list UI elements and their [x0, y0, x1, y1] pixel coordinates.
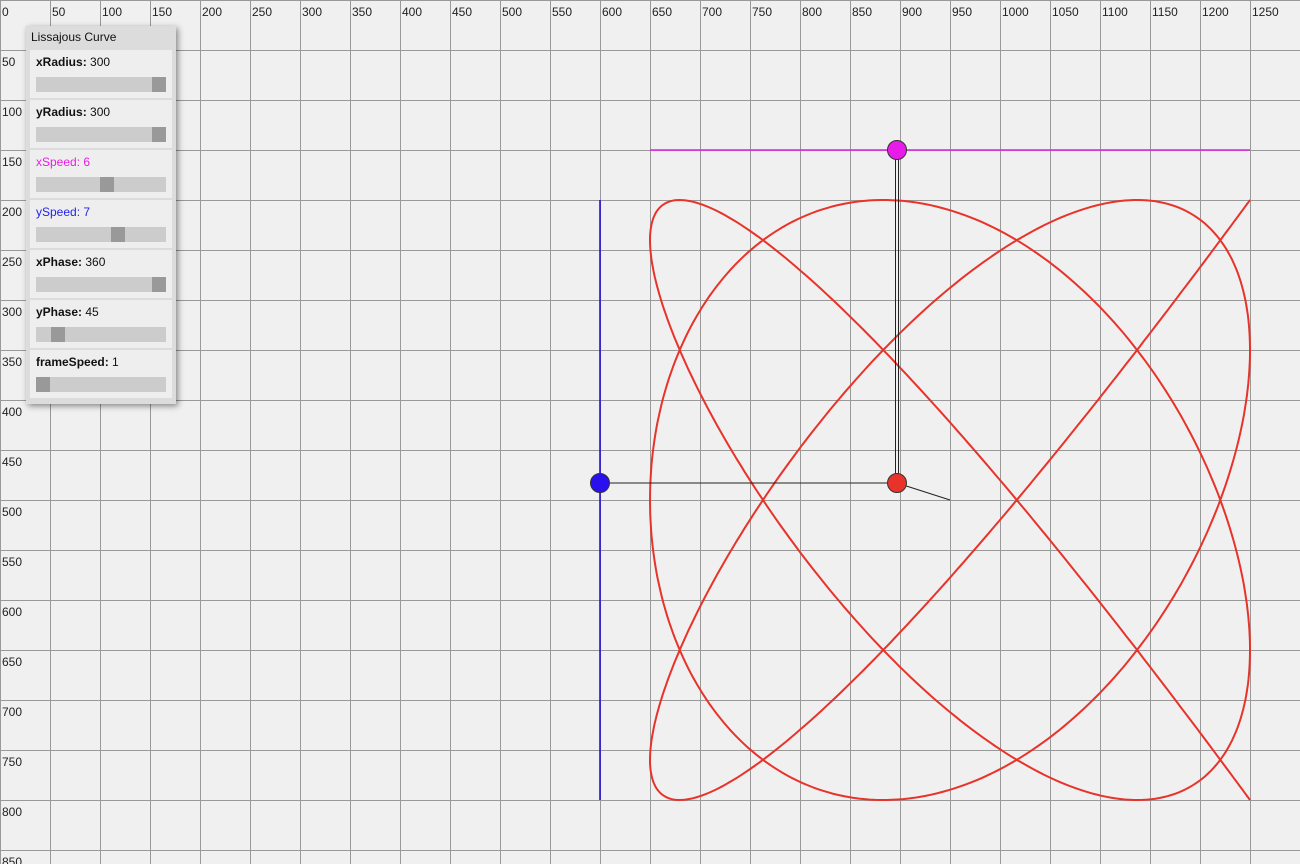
x-tick-label: 1200 [1202, 5, 1229, 19]
yphase-slider[interactable] [36, 327, 166, 342]
y-tick-label: 650 [2, 655, 22, 669]
param-xphase-label: xPhase [36, 255, 79, 269]
param-xradius-label: xRadius [36, 55, 83, 69]
x-tick-label: 800 [802, 5, 822, 19]
y-tick-label: 50 [2, 55, 16, 69]
y-tick-label: 450 [2, 455, 22, 469]
param-xradius: xRadius: 300 [30, 50, 172, 98]
x-tick-label: 1000 [1002, 5, 1029, 19]
yspeed-slider[interactable] [36, 227, 166, 242]
yphase-slider-handle[interactable] [51, 327, 65, 342]
y-tick-label: 550 [2, 555, 22, 569]
param-framespeed-label: frameSpeed [36, 355, 105, 369]
x-tick-label: 450 [452, 5, 472, 19]
x-tick-label: 1050 [1052, 5, 1079, 19]
param-yradius-value: 300 [90, 105, 111, 119]
xspeed-slider-handle[interactable] [100, 177, 114, 192]
param-xspeed-value: 6 [83, 155, 91, 169]
panel-title: Lissajous Curve [31, 30, 117, 44]
lissajous-curve [648, 198, 1251, 802]
param-yspeed-label: ySpeed [36, 205, 77, 219]
param-yspeed: ySpeed: 7 [30, 200, 172, 248]
y-tick-label: 400 [2, 405, 22, 419]
framespeed-slider-handle[interactable] [36, 377, 50, 392]
x-tick-label: 300 [302, 5, 322, 19]
param-yphase-label: yPhase [36, 305, 79, 319]
x-tick-label: 250 [252, 5, 272, 19]
xradius-slider[interactable] [36, 77, 166, 92]
xspeed-slider[interactable] [36, 177, 166, 192]
y-tick-label: 200 [2, 205, 22, 219]
x-tick-label: 1100 [1102, 5, 1128, 19]
x-tick-label: 1250 [1252, 5, 1279, 19]
x-tick-label: 200 [202, 5, 222, 19]
y-marker-dot [590, 473, 610, 493]
yspeed-slider-handle[interactable] [111, 227, 125, 242]
xphase-slider[interactable] [36, 277, 166, 292]
param-xphase: xPhase: 360 [30, 250, 172, 298]
y-tick-label: 700 [2, 705, 22, 719]
y-tick-label: 800 [2, 805, 22, 819]
x-tick-label: 700 [702, 5, 722, 19]
x-tick-label: 550 [552, 5, 572, 19]
x-tick-label: 500 [502, 5, 522, 19]
y-tick-label: 100 [2, 105, 22, 119]
param-yphase: yPhase: 45 [30, 300, 172, 348]
yradius-slider-handle[interactable] [152, 127, 166, 142]
controls-panel: Lissajous Curve xRadius: 300 yRadius: 30… [26, 26, 176, 404]
framespeed-slider[interactable] [36, 377, 166, 392]
x-tick-label: 600 [602, 5, 622, 19]
param-xspeed-label: xSpeed [36, 155, 77, 169]
x-tick-label: 50 [52, 5, 66, 19]
param-xspeed: xSpeed: 6 [30, 150, 172, 198]
x-tick-label: 750 [752, 5, 772, 19]
param-xradius-value: 300 [90, 55, 111, 69]
x-tick-label: 150 [152, 5, 172, 19]
param-framespeed-value: 1 [112, 355, 119, 369]
param-yradius: yRadius: 300 [30, 100, 172, 148]
x-tick-label: 1150 [1152, 5, 1178, 19]
x-tick-label: 950 [952, 5, 972, 19]
yradius-slider[interactable] [36, 127, 166, 142]
current-point-dot [887, 473, 907, 493]
y-tick-label: 850 [2, 855, 22, 864]
x-tick-label: 850 [852, 5, 872, 19]
param-yradius-label: yRadius [36, 105, 83, 119]
xphase-slider-handle[interactable] [152, 277, 166, 292]
x-marker-dot [887, 140, 907, 160]
param-xphase-value: 360 [85, 255, 106, 269]
x-tick-label: 100 [102, 5, 122, 19]
x-tick-label: 0 [2, 5, 9, 19]
x-tick-label: 350 [352, 5, 372, 19]
y-tick-label: 150 [2, 155, 22, 169]
x-tick-label: 400 [402, 5, 422, 19]
param-framespeed: frameSpeed: 1 [30, 350, 172, 398]
y-tick-label: 300 [2, 305, 22, 319]
y-tick-label: 500 [2, 505, 22, 519]
y-tick-label: 250 [2, 255, 22, 269]
x-tick-label: 900 [902, 5, 922, 19]
y-tick-label: 750 [2, 755, 22, 769]
param-yphase-value: 45 [85, 305, 99, 319]
y-tick-label: 350 [2, 355, 22, 369]
param-yspeed-value: 7 [83, 205, 91, 219]
xradius-slider-handle[interactable] [152, 77, 166, 92]
y-tick-label: 600 [2, 605, 22, 619]
x-tick-label: 650 [652, 5, 672, 19]
